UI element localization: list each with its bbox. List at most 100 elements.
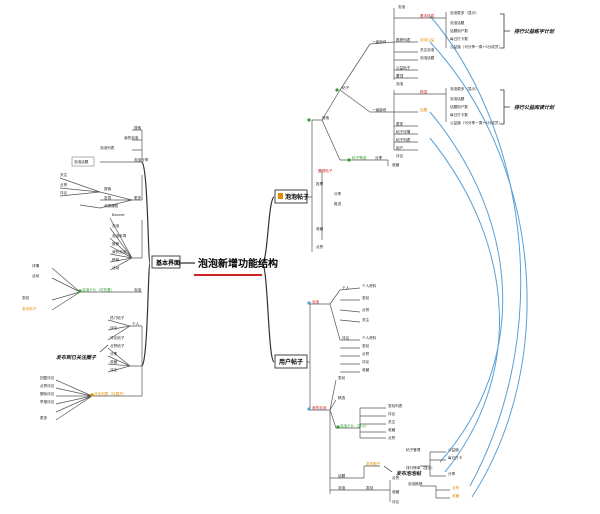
- left-post-note3[interactable]: 点赞帖子: [110, 343, 125, 348]
- left-nav4[interactable]: 我的泡泡: [112, 249, 127, 254]
- left-comments[interactable]: 评论: [110, 325, 118, 330]
- ur-a21[interactable]: 帖子筛选: [352, 155, 367, 160]
- lr-b2[interactable]: 个人: [342, 285, 350, 290]
- ur-a14[interactable]: 更多: [396, 121, 404, 126]
- lr-b25[interactable]: 泡泡卡片（显示）: [340, 423, 369, 428]
- left-hot-posts[interactable]: 热门帖子: [110, 315, 125, 320]
- ur-a8[interactable]: 公益帖子: [396, 65, 411, 70]
- left-cmt-report[interactable]: 举报评论: [40, 399, 55, 404]
- left-discover[interactable]: 发现: [104, 195, 112, 200]
- left-feed-card[interactable]: 泡泡卡片（可折叠）: [82, 287, 114, 292]
- left-activity[interactable]: 活动: [32, 273, 40, 278]
- lr-b43[interactable]: 点赞: [452, 485, 460, 490]
- left-me[interactable]: 泡泡: [134, 287, 142, 292]
- ur-a4[interactable]: 推荐列表: [396, 37, 411, 42]
- lr-b44[interactable]: 收藏: [452, 493, 460, 498]
- left-sub-b[interactable]: 点赞: [60, 182, 68, 187]
- left-nav2[interactable]: 泡泡本周: [112, 233, 127, 238]
- lr-b4[interactable]: 发帖: [362, 295, 370, 300]
- lr-b9[interactable]: 发帖: [362, 343, 370, 348]
- lr-b37[interactable]: 帖子管理: [406, 447, 421, 452]
- lr-b6[interactable]: 关注: [362, 317, 370, 322]
- lr-b41[interactable]: 分享: [448, 471, 456, 476]
- ur-a16[interactable]: 帖子列表: [396, 137, 411, 142]
- lr-b5[interactable]: 点赞: [362, 307, 370, 312]
- left-sub-c[interactable]: 评论: [60, 190, 68, 195]
- lr-b36[interactable]: 评论: [392, 499, 400, 504]
- lr-b13[interactable]: 发帖: [338, 375, 346, 380]
- ur-a6[interactable]: 关注泡泡: [420, 47, 435, 52]
- left-cmt-reply[interactable]: 回复评论: [40, 375, 55, 380]
- left-post-note5[interactable]: 收藏: [110, 359, 118, 364]
- ur-a3[interactable]: 一级版块: [372, 39, 387, 44]
- left-cmt-like[interactable]: 点赞评论: [40, 383, 55, 388]
- left-search[interactable]: 搜索: [104, 186, 112, 191]
- left-news-stream[interactable]: 消息通知: [104, 203, 119, 208]
- left-personal[interactable]: 个人: [132, 321, 140, 326]
- left-topics-box[interactable]: [71, 156, 95, 167]
- lr-b23[interactable]: 点赞: [388, 435, 396, 440]
- lr-b11[interactable]: 评论: [362, 359, 370, 364]
- center-node[interactable]: 泡泡新增功能结构: [194, 257, 278, 276]
- ur-a9[interactable]: 一级版块: [372, 107, 387, 112]
- ur-a19[interactable]: 帖子: [342, 85, 350, 90]
- left-banner[interactable]: Banner: [112, 213, 125, 217]
- left-cmt-del[interactable]: 删除评论: [40, 391, 55, 396]
- lr-b31[interactable]: 话题: [338, 473, 346, 478]
- lr-b22[interactable]: 收藏: [388, 427, 396, 432]
- ur-a28[interactable]: 收藏: [316, 226, 324, 231]
- left-post-note4[interactable]: 分享: [110, 351, 118, 356]
- lr-b32[interactable]: 泡泡: [338, 485, 346, 490]
- ur-a22[interactable]: 分享: [375, 155, 383, 160]
- left-bubble-share[interactable]: 泡泡分享: [134, 157, 149, 162]
- left-more[interactable]: 更多: [134, 195, 142, 200]
- ur-a7[interactable]: 泡泡话题: [420, 55, 435, 60]
- lr-b19[interactable]: 发帖列表: [388, 403, 403, 408]
- ur-a27[interactable]: 推送: [334, 201, 342, 206]
- lr-b35[interactable]: 收藏: [392, 489, 400, 494]
- ur-a5[interactable]: 泡泡公益: [420, 37, 435, 42]
- left-my-bubble[interactable]: 我的泡泡: [124, 135, 139, 140]
- lr-b1[interactable]: 泡泡: [312, 299, 320, 304]
- lr-b34[interactable]: 点赞: [392, 475, 400, 480]
- branch-bubble-post[interactable]: 泡泡帖子: [274, 189, 309, 204]
- left-post-note2[interactable]: 评论帖子: [110, 335, 125, 340]
- lr-b33[interactable]: 发帖: [366, 485, 374, 490]
- lr-b3[interactable]: 个人资料: [362, 283, 377, 288]
- ur-a17[interactable]: 用户: [396, 145, 404, 150]
- lr-b12[interactable]: 收藏: [362, 367, 370, 372]
- left-sub-a[interactable]: 关注: [60, 172, 68, 177]
- ur-a20[interactable]: 搜索: [322, 115, 330, 120]
- lr-b20[interactable]: 评论: [388, 411, 396, 416]
- ur-a13[interactable]: 话题: [420, 107, 428, 112]
- lr-b14[interactable]: 精选: [338, 395, 346, 400]
- ur-a26[interactable]: 分享: [334, 191, 342, 196]
- left-post-note6[interactable]: 评论: [110, 367, 118, 372]
- lr-b10[interactable]: 点赞: [362, 351, 370, 356]
- ur-a23[interactable]: 收藏: [392, 162, 400, 167]
- left-bubble-list[interactable]: 泡泡列表: [100, 145, 115, 150]
- ur-a15[interactable]: 帖子详情: [396, 129, 411, 134]
- ur-a11[interactable]: 泡泡: [396, 81, 404, 86]
- left-nav1[interactable]: 泡泡: [112, 223, 120, 228]
- lr-b8[interactable]: 个人资料: [362, 335, 377, 340]
- lr-b40[interactable]: 排行榜单（显示）: [406, 465, 435, 470]
- left-header-top[interactable]: 搜索: [134, 125, 142, 130]
- ur-a12[interactable]: 精选: [420, 89, 428, 94]
- ur-a29[interactable]: 点赞: [316, 244, 324, 249]
- left-cmt-list[interactable]: 评论列表（可展开）: [94, 391, 126, 396]
- left-nav6[interactable]: 活动: [112, 265, 120, 270]
- ur-a2[interactable]: 基本信息: [420, 13, 435, 18]
- lr-b7[interactable]: 评论: [342, 335, 350, 340]
- ur-a24[interactable]: 置顶帖子: [318, 168, 333, 173]
- lr-b18[interactable]: 我的泡泡: [312, 405, 327, 410]
- left-nav3[interactable]: 推荐: [112, 241, 120, 246]
- lr-b38[interactable]: 公益值: [448, 447, 459, 452]
- ur-a10[interactable]: 置顶: [396, 73, 404, 78]
- left-post-new[interactable]: 发帖: [22, 295, 30, 300]
- ur-a18[interactable]: 评论: [396, 153, 404, 158]
- branch-user-post[interactable]: 用户帖子: [274, 354, 308, 369]
- left-cmt-more[interactable]: 更多: [40, 415, 48, 420]
- lr-b39[interactable]: 每日打卡: [448, 455, 463, 460]
- left-nav5[interactable]: 榜单: [112, 257, 120, 262]
